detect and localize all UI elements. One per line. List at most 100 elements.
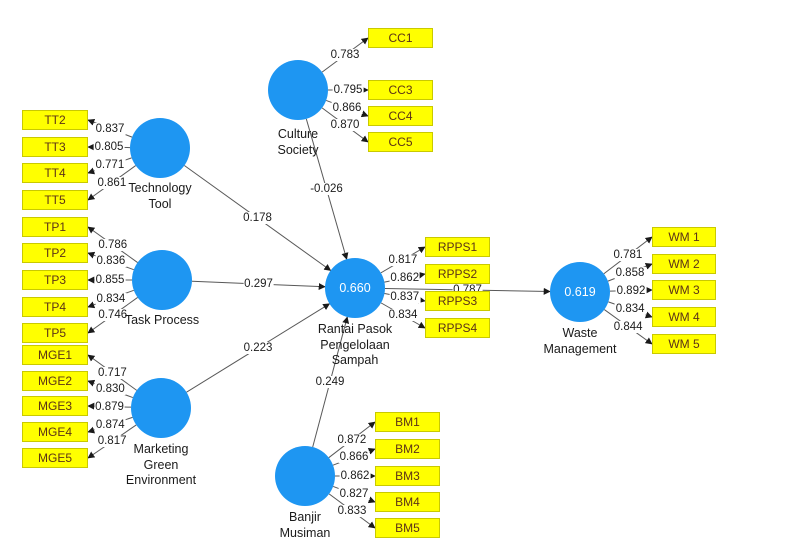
indicator-wm3[interactable]: WM 3 [652, 280, 716, 300]
construct-rpps[interactable]: 0.660 [325, 258, 385, 318]
loading-label: 0.805 [93, 141, 125, 154]
loading-label: 0.836 [95, 255, 127, 268]
loading-label: 0.872 [336, 433, 368, 446]
indicator-tt2[interactable]: TT2 [22, 110, 88, 130]
indicator-cc4[interactable]: CC4 [368, 106, 433, 126]
loading-label: 0.834 [387, 309, 419, 322]
indicator-bm1[interactable]: BM1 [375, 412, 440, 432]
loading-label: 0.874 [94, 418, 126, 431]
indicator-mge1[interactable]: MGE1 [22, 345, 88, 365]
indicator-cc5[interactable]: CC5 [368, 132, 433, 152]
loading-label: 0.861 [96, 176, 128, 189]
loading-label: 0.879 [94, 400, 125, 413]
indicator-tt4[interactable]: TT4 [22, 163, 88, 183]
path-coefficient-label: 0.223 [242, 342, 274, 354]
indicator-mge3[interactable]: MGE3 [22, 396, 88, 416]
indicator-rpps3[interactable]: RPPS3 [425, 291, 490, 311]
loading-label: 0.833 [336, 504, 368, 517]
indicator-tp1[interactable]: TP1 [22, 217, 88, 237]
construct-name-line: Task Process [124, 313, 200, 327]
construct-wm[interactable]: 0.619 [550, 262, 610, 322]
loading-label: 0.837 [389, 291, 421, 304]
indicator-mge2[interactable]: MGE2 [22, 371, 88, 391]
path-coefficient-label: 0.297 [243, 278, 274, 290]
construct-name-line: Tool [148, 196, 172, 211]
construct-name-line: Marketing [133, 442, 189, 456]
loading-label: 0.786 [97, 238, 129, 251]
indicator-tp3[interactable]: TP3 [22, 270, 88, 290]
loading-label: 0.870 [329, 118, 361, 131]
indicator-tt3[interactable]: TT3 [22, 137, 88, 157]
path-coefficient-label: -0.026 [309, 183, 344, 195]
loading-label: 0.783 [329, 49, 361, 62]
indicator-bm5[interactable]: BM5 [375, 518, 440, 538]
loading-label: 0.827 [338, 488, 370, 501]
path-coefficient-label: 0.178 [242, 212, 273, 224]
indicator-bm2[interactable]: BM2 [375, 439, 440, 459]
construct-name-line: Society [277, 142, 319, 157]
loading-label: 0.817 [96, 435, 128, 448]
construct-name-line: Waste [562, 326, 598, 340]
indicator-mge5[interactable]: MGE5 [22, 448, 88, 468]
indicator-wm5[interactable]: WM 5 [652, 334, 716, 354]
construct-name-line: Pengelolaan [320, 337, 390, 352]
construct-r2-value: 0.619 [564, 285, 596, 299]
loading-label: 0.866 [338, 451, 370, 464]
loading-label: 0.834 [95, 292, 127, 305]
indicator-cc3[interactable]: CC3 [368, 80, 433, 100]
indicator-wm4[interactable]: WM 4 [652, 307, 716, 327]
loading-label: 0.844 [612, 320, 644, 333]
loading-label: 0.795 [332, 84, 364, 96]
construct-cs[interactable] [268, 60, 328, 120]
loading-label: 0.771 [94, 159, 126, 172]
construct-name-line: Technology [128, 181, 192, 195]
construct-r2-value: 0.660 [339, 281, 371, 295]
indicator-rpps2[interactable]: RPPS2 [425, 264, 490, 284]
indicator-tp2[interactable]: TP2 [22, 243, 88, 263]
loading-label: 0.855 [94, 274, 126, 286]
construct-tp[interactable] [132, 250, 192, 310]
construct-name-line: Green [143, 457, 179, 472]
construct-name-line: Environment [125, 473, 197, 487]
indicator-mge4[interactable]: MGE4 [22, 422, 88, 442]
indicator-tt5[interactable]: TT5 [22, 190, 88, 210]
construct-tt[interactable] [130, 118, 190, 178]
loading-label: 0.866 [331, 102, 363, 115]
indicator-tp4[interactable]: TP4 [22, 297, 88, 317]
indicator-tp5[interactable]: TP5 [22, 323, 88, 343]
indicator-cc1[interactable]: CC1 [368, 28, 433, 48]
loading-label: 0.862 [339, 470, 371, 482]
indicator-bm3[interactable]: BM3 [375, 466, 440, 486]
construct-bm[interactable] [275, 446, 335, 506]
loading-label: 0.817 [387, 253, 419, 266]
construct-name-line: Banjir [289, 510, 321, 524]
indicator-rpps4[interactable]: RPPS4 [425, 318, 490, 338]
indicator-wm2[interactable]: WM 2 [652, 254, 716, 274]
construct-mge[interactable] [131, 378, 191, 438]
loading-label: 0.781 [612, 249, 644, 262]
loading-label: 0.717 [96, 366, 128, 379]
construct-name-line: Rantai Pasok [317, 322, 393, 336]
indicator-bm4[interactable]: BM4 [375, 492, 440, 512]
loading-label: 0.862 [389, 272, 421, 285]
indicator-rpps1[interactable]: RPPS1 [425, 237, 490, 257]
loading-label: 0.892 [615, 284, 647, 297]
loading-label: 0.858 [614, 266, 646, 279]
construct-name-line: Management [543, 341, 617, 356]
construct-name-line: Sampah [331, 353, 379, 367]
construct-name-tp: Task Process [125, 313, 199, 329]
loading-label: 0.746 [97, 309, 129, 322]
construct-name-line: Culture [277, 127, 319, 141]
construct-name-line: Musiman [279, 525, 331, 540]
indicator-wm1[interactable]: WM 1 [652, 227, 716, 247]
path-coefficient-label: 0.249 [314, 376, 346, 388]
loading-label: 0.834 [614, 303, 646, 316]
loading-label: 0.837 [94, 122, 126, 135]
